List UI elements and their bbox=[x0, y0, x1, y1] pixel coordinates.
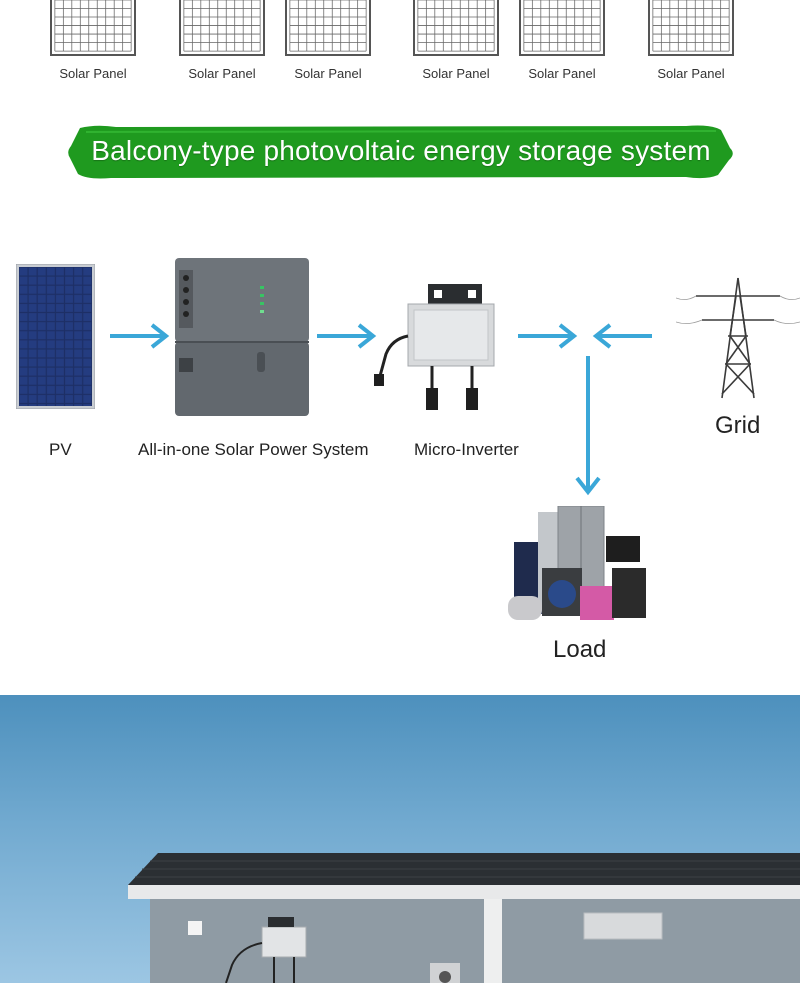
solar-panel-label: Solar Panel bbox=[294, 66, 362, 81]
micro-inverter-label: Micro-Inverter bbox=[414, 440, 519, 459]
all-in-one-system-image bbox=[173, 256, 311, 418]
solar-panel-icon bbox=[413, 0, 499, 56]
title-banner: Balcony-type photovoltaic energy storage… bbox=[66, 124, 736, 180]
banner-background bbox=[68, 125, 733, 179]
solar-panel-label: Solar Panel bbox=[422, 66, 490, 81]
house-photo bbox=[0, 695, 800, 983]
banner-title: Balcony-type photovoltaic energy storage… bbox=[91, 135, 711, 166]
arrow-left-icon bbox=[592, 323, 652, 349]
all-in-one-label: All-in-one Solar Power System bbox=[138, 440, 369, 459]
micro-inverter-image bbox=[372, 284, 500, 418]
grid-tower-image bbox=[675, 276, 800, 400]
arrow-right-icon bbox=[110, 323, 170, 349]
pv-label: PV bbox=[49, 440, 72, 459]
solar-panel-label: Solar Panel bbox=[528, 66, 596, 81]
solar-panel-icon bbox=[519, 0, 605, 56]
solar-panel-label: Solar Panel bbox=[188, 66, 256, 81]
arrow-right-icon bbox=[317, 323, 377, 349]
load-appliances-image bbox=[508, 505, 646, 626]
panel-grid bbox=[523, 0, 601, 52]
panel-grid bbox=[289, 0, 367, 52]
load-label: Load bbox=[553, 636, 607, 663]
arrow-right-icon bbox=[518, 323, 578, 349]
panel-grid bbox=[54, 0, 132, 52]
panel-grid bbox=[652, 0, 730, 52]
panel-grid bbox=[183, 0, 261, 52]
grid-label: Grid bbox=[715, 412, 761, 439]
solar-panel-icon bbox=[50, 0, 136, 56]
arrow-down-icon bbox=[575, 356, 601, 496]
solar-panel-label: Solar Panel bbox=[657, 66, 725, 81]
panel-grid bbox=[417, 0, 495, 52]
solar-panel-icon bbox=[648, 0, 734, 56]
pv-panel-image bbox=[15, 263, 96, 410]
solar-panel-icon bbox=[285, 0, 371, 56]
solar-panel-icon bbox=[179, 0, 265, 56]
solar-panel-label: Solar Panel bbox=[59, 66, 127, 81]
